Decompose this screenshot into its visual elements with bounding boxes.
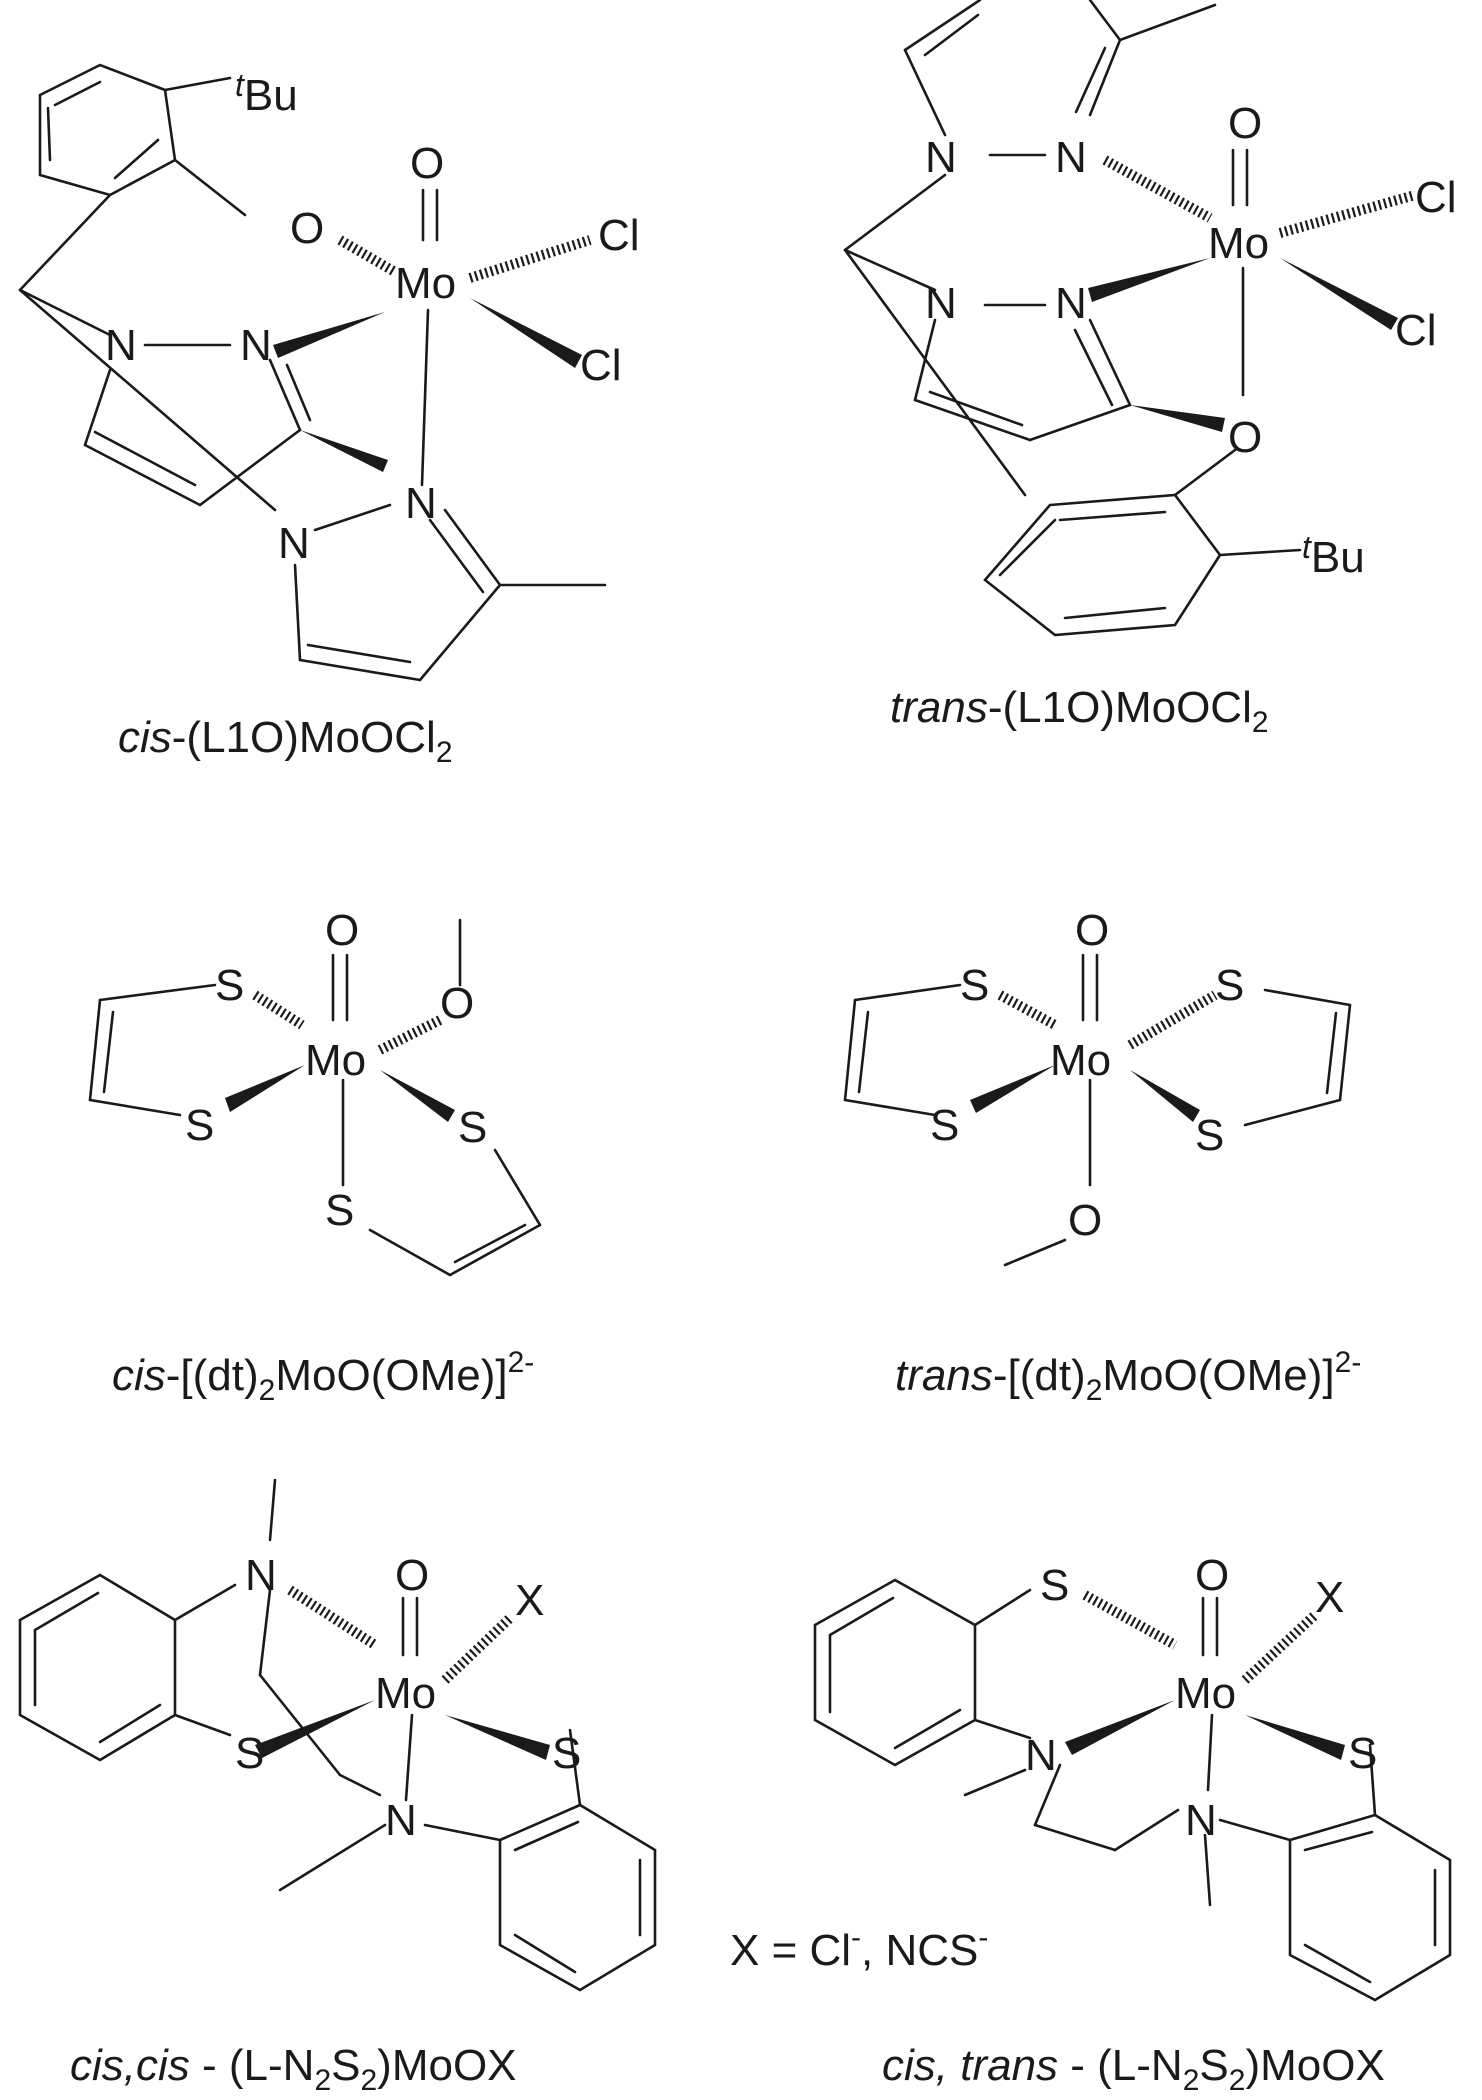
s-label: S: [1348, 1729, 1377, 1778]
methoxide-o-label: O: [440, 979, 474, 1028]
n-label: N: [925, 279, 957, 328]
caption-trans-dt2: trans-[(dt)2MoO(OMe)]2-: [895, 1346, 1361, 1407]
caption-cis-cis: cis,cis - (L-N2S2)MoOX: [70, 2041, 517, 2097]
tbu-label: tBu: [235, 67, 298, 120]
s-label: S: [1040, 1561, 1069, 1610]
n-label: N: [1055, 133, 1087, 182]
n-label: N: [1185, 1796, 1217, 1845]
tbu-label: tBu: [1302, 529, 1365, 582]
mo-label: Mo: [1208, 219, 1269, 268]
s-label: S: [235, 1729, 264, 1778]
n-label: N: [385, 1796, 417, 1845]
x-label: X: [515, 1576, 544, 1625]
s-label: S: [325, 1186, 354, 1235]
n-label: N: [1025, 1731, 1057, 1780]
s-label: S: [1215, 961, 1244, 1010]
mo-label: Mo: [1050, 1036, 1111, 1085]
oxo-o-label: O: [410, 139, 444, 188]
phenoxide-o-label: O: [290, 204, 324, 253]
cl-label: Cl: [1395, 306, 1437, 355]
s-label: S: [552, 1729, 581, 1778]
structure-trans-l1o-moocl2: N N O Mo Cl Cl N N O tBu trans-(L1O)MoOC…: [843, 0, 1457, 739]
n-label: N: [105, 321, 137, 370]
s-label: S: [185, 1101, 214, 1150]
n-label: N: [1055, 279, 1087, 328]
s-label: S: [960, 961, 989, 1010]
s-label: S: [1195, 1111, 1224, 1160]
mo-label: Mo: [375, 1669, 436, 1718]
oxo-o-label: O: [395, 1551, 429, 1600]
s-label: S: [458, 1103, 487, 1152]
oxo-o-label: O: [1228, 99, 1262, 148]
caption-cis-dt2: cis-[(dt)2MoO(OMe)]2-: [112, 1346, 534, 1407]
n-label: N: [278, 519, 310, 568]
n-label: N: [240, 321, 272, 370]
oxo-o-label: O: [1075, 906, 1109, 955]
s-label: S: [215, 961, 244, 1010]
methoxide-o-label: O: [1068, 1196, 1102, 1245]
structure-cis-trans-ln2s2-moox: S O X Mo N S N cis, trans - (L-N2S2)MoOX: [813, 1551, 1452, 2097]
mo-label: Mo: [305, 1036, 366, 1085]
caption-trans-l1o: trans-(L1O)MoOCl2: [890, 683, 1269, 739]
cl-label: Cl: [1415, 173, 1457, 222]
caption-cis-trans: cis, trans - (L-N2S2)MoOX: [882, 2041, 1385, 2097]
mo-label: Mo: [1175, 1669, 1236, 1718]
structure-cis-dt2-mooome: O S O Mo S S S cis-[(dt)2MoO(OMe)]2-: [88, 906, 542, 1407]
n-label: N: [405, 479, 437, 528]
n-label: N: [925, 133, 957, 182]
x-label: X: [1315, 1573, 1344, 1622]
phenoxide-o-label: O: [1228, 413, 1262, 462]
structure-trans-dt2-mooome: O S S Mo S S O trans-[(dt)2MoO(OMe)]2-: [843, 906, 1361, 1407]
structure-cis-cis-ln2s2-moox: N O X Mo S S N cis,cis - (L-N2S2)MoOX: [18, 1478, 657, 2097]
cl-label: Cl: [580, 341, 622, 390]
mo-label: Mo: [395, 259, 456, 308]
n-label: N: [245, 1551, 277, 1600]
caption-cis-l1o: cis-(L1O)MoOCl2: [118, 713, 453, 769]
structure-cis-l1o-mooccl2: tBu O O Mo Cl Cl N N N N cis-(L1O)MoOCl2: [18, 63, 640, 769]
oxo-o-label: O: [1195, 1551, 1229, 1600]
x-definition-note: X = Cl-, NCS-: [730, 1921, 988, 1975]
s-label: S: [930, 1101, 959, 1150]
oxo-o-label: O: [325, 906, 359, 955]
cl-label: Cl: [598, 211, 640, 260]
